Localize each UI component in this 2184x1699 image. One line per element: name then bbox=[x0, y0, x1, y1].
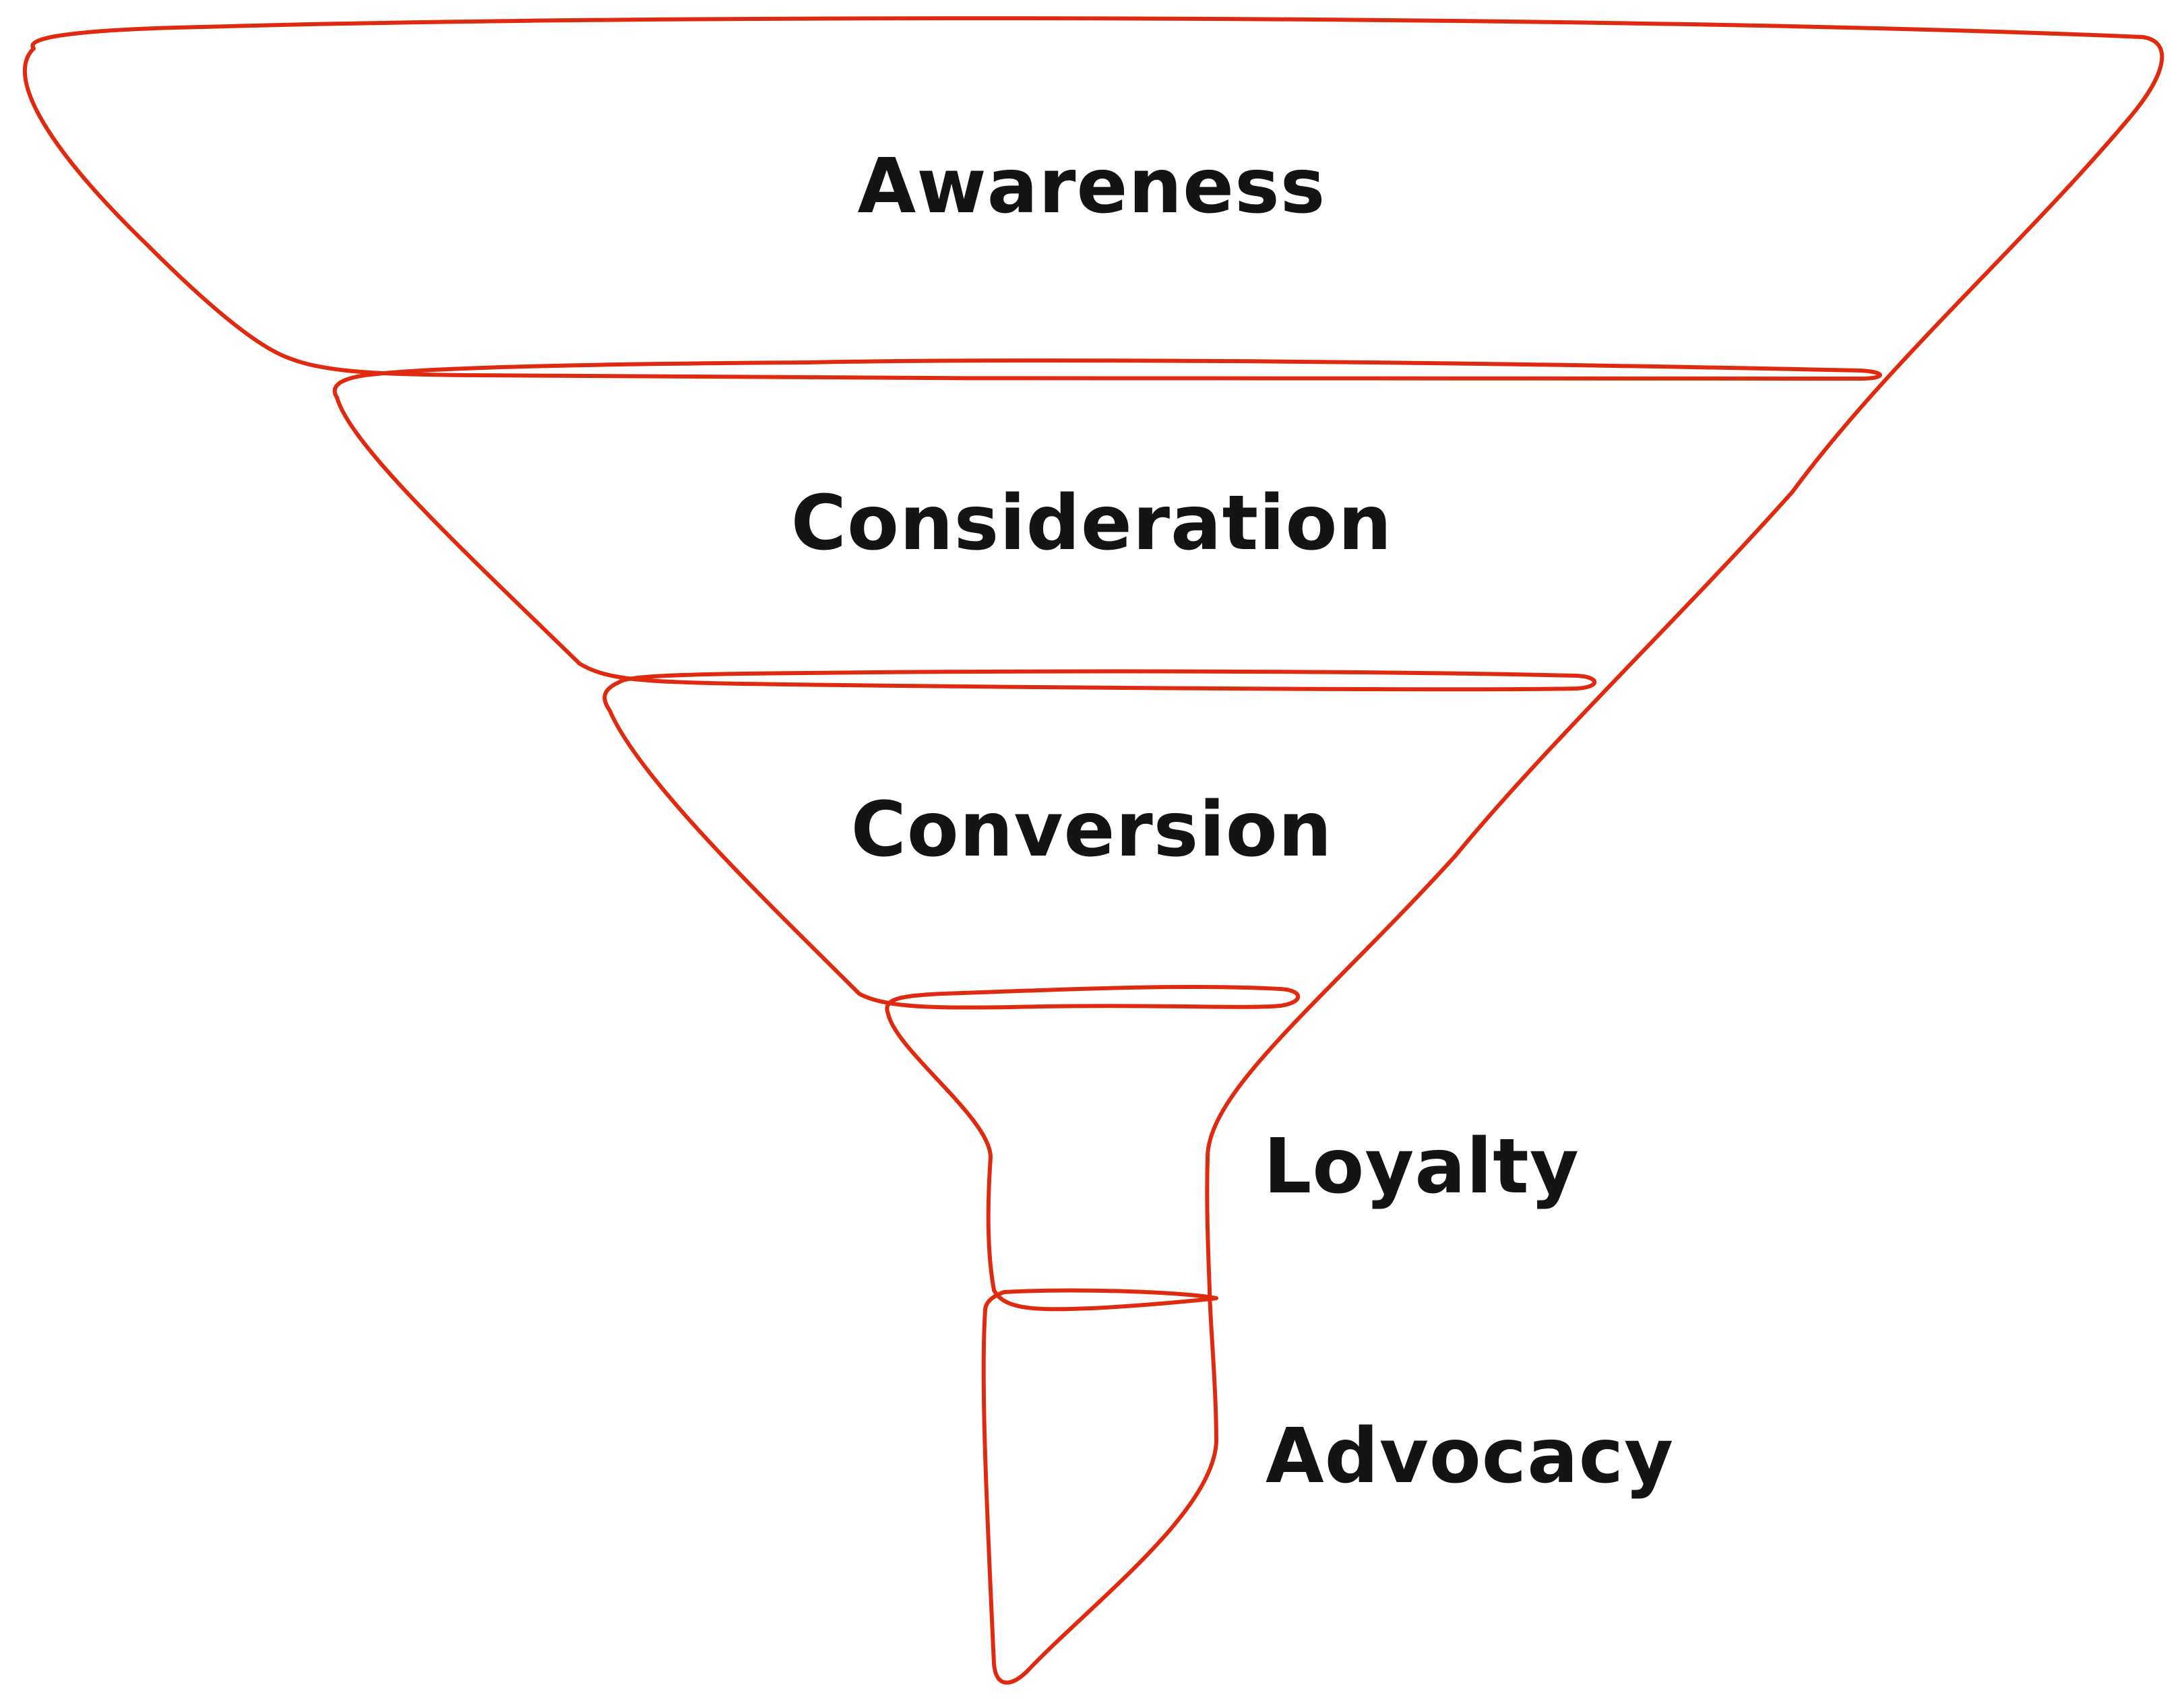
conversion-left-wall bbox=[608, 709, 861, 996]
funnel-rim bbox=[30, 16, 2164, 494]
advocacy-body bbox=[981, 1288, 1218, 1685]
stage-label-loyalty: Loyalty bbox=[1263, 1123, 1580, 1211]
funnel-outline bbox=[22, 16, 2164, 1685]
awareness-left-wall bbox=[22, 46, 292, 360]
consideration-left-wall bbox=[335, 395, 582, 666]
divider-conversion-loyalty bbox=[857, 985, 1301, 1016]
stage-label-consideration: Consideration bbox=[791, 480, 1392, 567]
stage-label-awareness: Awareness bbox=[858, 143, 1326, 230]
divider-consideration-conversion bbox=[578, 662, 1597, 713]
loyalty-left-wall bbox=[886, 1012, 996, 1292]
stage-label-advocacy: Advocacy bbox=[1266, 1413, 1674, 1500]
funnel-right-wall bbox=[1205, 490, 1795, 1292]
divider-awareness-consideration bbox=[288, 356, 1882, 399]
divider-loyalty-advocacy bbox=[983, 1288, 1218, 1312]
stage-label-conversion: Conversion bbox=[851, 786, 1333, 874]
